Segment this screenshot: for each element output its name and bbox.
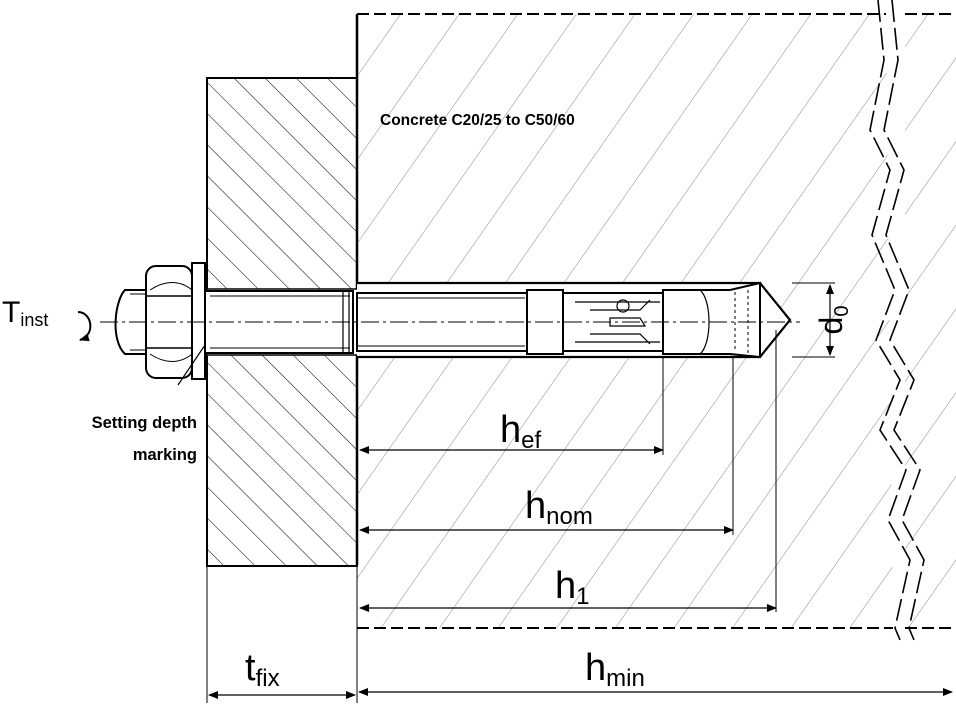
tfix-label: tfix (245, 647, 280, 692)
setting-depth-marking-label-line2: marking (133, 446, 197, 464)
zigzag-break-line-icon (869, 0, 925, 641)
setting-depth-marking-leader (177, 344, 206, 386)
dimension-lines (208, 284, 953, 699)
setting-depth-marking-label-line1: Setting depth (92, 414, 197, 432)
torque-label: Tinst (2, 296, 48, 330)
extension-lines (206, 282, 835, 703)
hnom-label: hnom (525, 485, 593, 530)
concrete-label: Concrete C20/25 to C50/60 (380, 112, 575, 129)
d0-label: d0 (813, 306, 853, 335)
hmin-label: hmin (585, 647, 645, 692)
clockwise-arrow-icon (77, 311, 92, 342)
washer-and-nut (114, 262, 206, 380)
anchor-bolt (204, 281, 761, 359)
hef-label: hef (500, 409, 541, 454)
h1-label: h1 (555, 565, 590, 610)
